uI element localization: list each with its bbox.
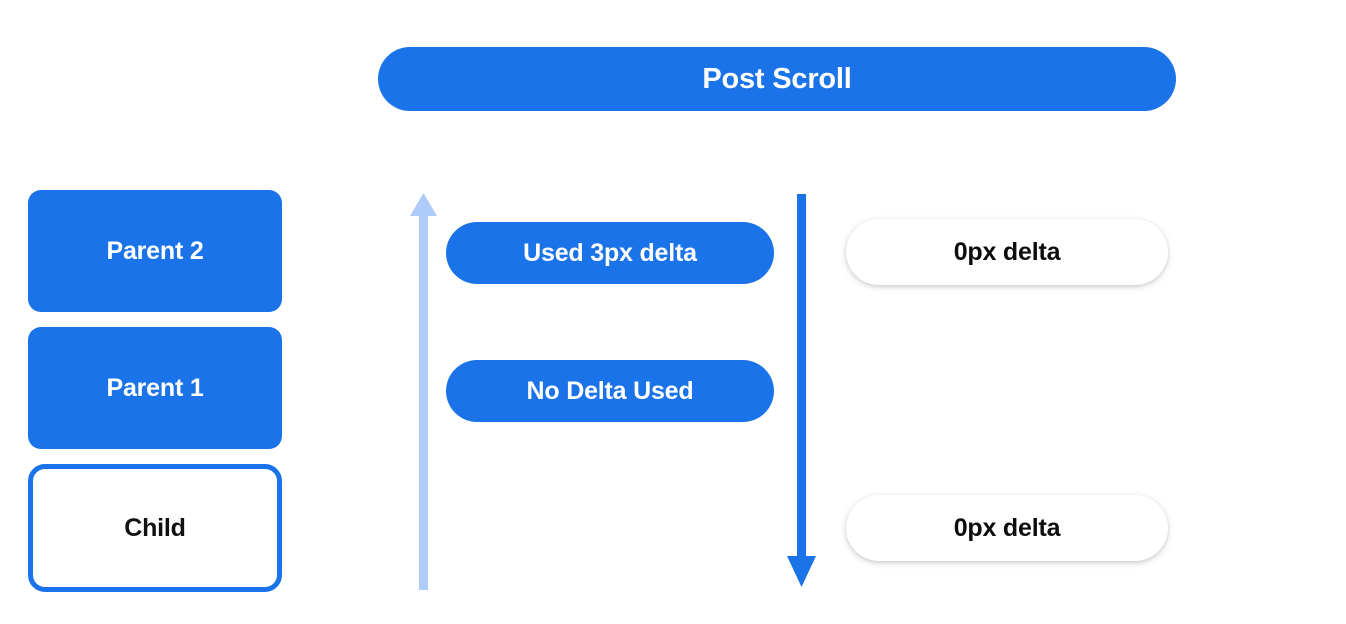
- pill-used-3px-delta-label: Used 3px delta: [523, 238, 697, 267]
- pill-delta-top: 0px delta: [846, 219, 1168, 285]
- stack-box-child: Child: [28, 464, 282, 592]
- stack-box-parent-2: Parent 2: [28, 190, 282, 312]
- pill-delta-top-label: 0px delta: [953, 237, 1061, 266]
- stack-box-child-label: Child: [124, 513, 186, 542]
- stack-box-parent-2-label: Parent 2: [106, 236, 204, 265]
- pill-delta-bottom: 0px delta: [846, 495, 1168, 561]
- pill-no-delta-used: No Delta Used: [446, 360, 774, 422]
- pill-no-delta-used-label: No Delta Used: [526, 376, 694, 405]
- post-scroll-header: Post Scroll: [378, 47, 1176, 111]
- pill-delta-bottom-label: 0px delta: [953, 513, 1061, 542]
- arrow-down-icon: [787, 194, 816, 587]
- stack-box-parent-1-label: Parent 1: [106, 373, 204, 402]
- pill-used-3px-delta: Used 3px delta: [446, 222, 774, 284]
- stack-box-parent-1: Parent 1: [28, 327, 282, 449]
- post-scroll-header-label: Post Scroll: [702, 62, 852, 95]
- arrow-up-icon: [410, 193, 437, 590]
